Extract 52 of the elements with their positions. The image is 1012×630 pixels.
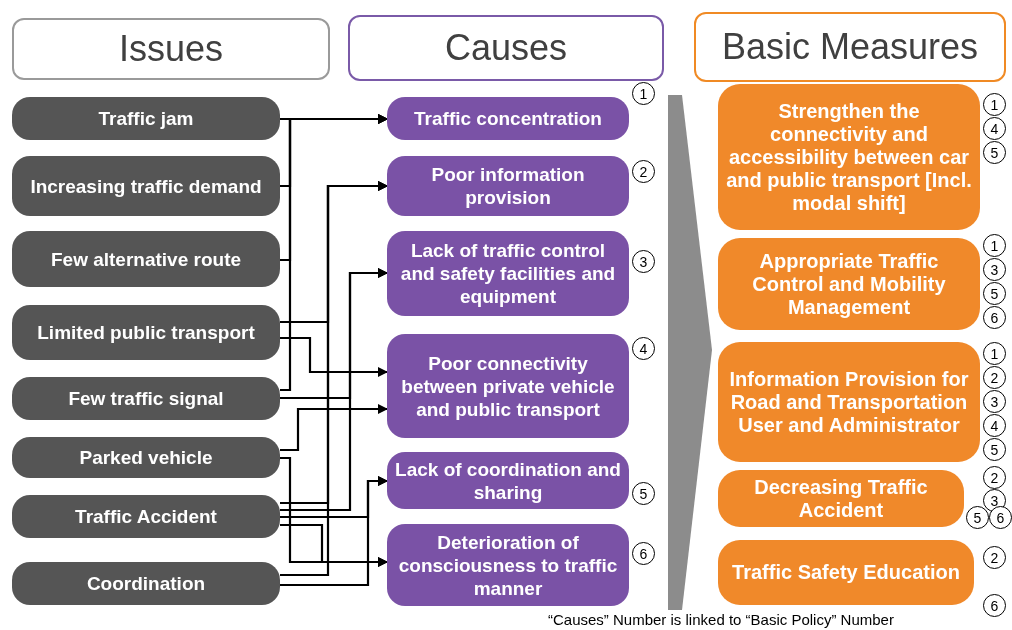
node-label: Deterioration of consciousness to traffic manner bbox=[397, 530, 619, 600]
connector-arrow bbox=[280, 181, 388, 577]
node-label: Few traffic signal bbox=[68, 387, 224, 410]
cause-box bbox=[387, 452, 629, 509]
node-label: Traffic Safety Education bbox=[732, 561, 960, 584]
node-label: Decreasing Traffic Accident bbox=[753, 475, 929, 522]
node-label: Strengthen the connectivity and accessibility between car and public transport [Incl. modal shift] bbox=[726, 99, 972, 215]
node-label: Traffic concentration bbox=[414, 107, 602, 130]
issue-box bbox=[12, 562, 280, 605]
node-label: Traffic Accident bbox=[75, 505, 217, 528]
node-label: Causes bbox=[444, 30, 568, 66]
issue-box bbox=[12, 156, 280, 216]
node-label: Limited public transport bbox=[37, 321, 255, 344]
measure-box bbox=[718, 84, 980, 230]
column-header-box bbox=[12, 18, 330, 80]
connector-arrow bbox=[280, 476, 388, 587]
measure-box bbox=[718, 238, 980, 330]
connector-arrow bbox=[280, 523, 388, 567]
node-label: Coordination bbox=[86, 572, 206, 595]
node-label: Traffic jam bbox=[98, 107, 194, 130]
issue-box bbox=[12, 97, 280, 140]
cause-box bbox=[387, 97, 629, 140]
node-label: Lack of coordination and sharing bbox=[395, 457, 621, 504]
issue-box bbox=[12, 495, 280, 538]
issue-box bbox=[12, 377, 280, 420]
measure-box bbox=[718, 342, 980, 462]
node-label: Issues bbox=[118, 31, 223, 67]
cause-box bbox=[387, 156, 629, 216]
issue-box bbox=[12, 437, 280, 478]
issue-box bbox=[12, 305, 280, 360]
node-label: Poor connectivity between private vehicle and public transport bbox=[400, 351, 616, 421]
caption: “Causes” Number is linked to “Basic Policy” Number bbox=[548, 610, 894, 630]
column-header-box bbox=[694, 12, 1006, 82]
node-label: Basic Measures bbox=[721, 29, 979, 65]
connector-arrow bbox=[280, 114, 388, 392]
connector-arrow bbox=[280, 336, 388, 377]
node-label: Parked vehicle bbox=[79, 446, 213, 469]
node-label: Few alternative route bbox=[50, 247, 242, 271]
column-header-box bbox=[348, 15, 664, 81]
node-label: Poor information provision bbox=[430, 163, 586, 209]
node-label: Appropriate Traffic Control and Mobility Management bbox=[751, 249, 947, 319]
node-label: Increasing traffic demand bbox=[30, 174, 262, 198]
issue-box bbox=[12, 231, 280, 287]
connector-arrow bbox=[280, 404, 388, 452]
cause-box bbox=[387, 231, 629, 316]
node-label: Information Provision for Road and Transportation User and Administrator bbox=[728, 367, 970, 437]
cause-box bbox=[387, 524, 629, 606]
measure-box bbox=[718, 470, 964, 527]
node-label: Lack of traffic control and safety facilities and equipment bbox=[399, 239, 617, 308]
cause-box bbox=[387, 334, 629, 438]
measure-box bbox=[718, 540, 974, 605]
connector-arrow bbox=[280, 268, 388, 512]
